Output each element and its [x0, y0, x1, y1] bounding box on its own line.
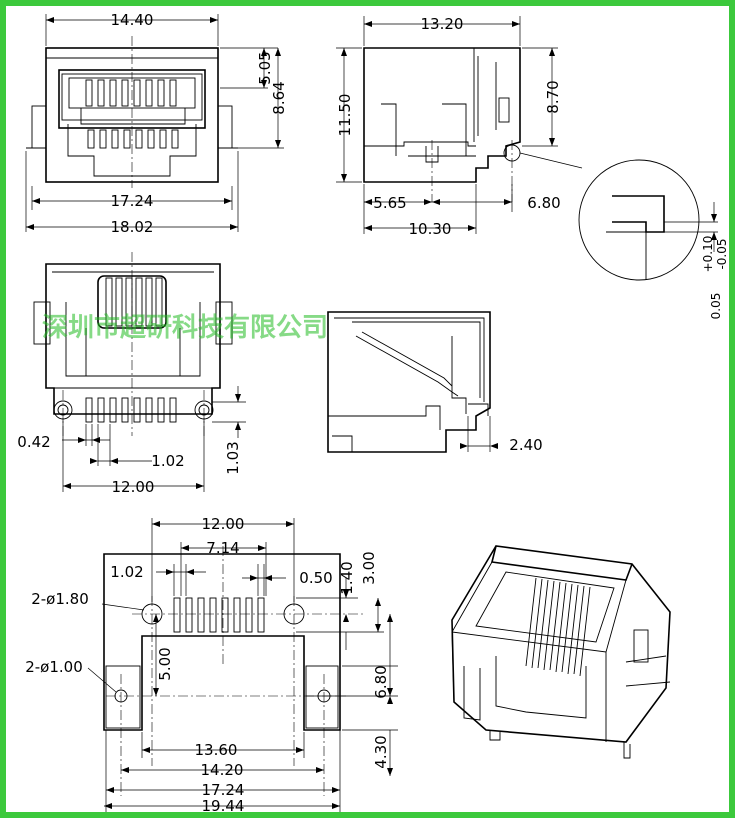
- dim-side-height: 11.50: [336, 94, 354, 137]
- dim-pcb-body-width: 17.24: [202, 781, 245, 799]
- dim-pcb-pad-width: 0.50: [299, 569, 332, 587]
- dim-pcb-small-hole-spacing: 14.20: [201, 761, 244, 779]
- dim-front-height-total: 8.64: [270, 81, 288, 114]
- dim-front-width-body: 17.24: [111, 192, 154, 210]
- dim-back-post-spacing: 12.00: [112, 478, 155, 496]
- iso-contacts: [525, 577, 591, 677]
- side-view: [336, 16, 583, 234]
- dim-detail-tolerance-minus: -0.05: [715, 238, 729, 269]
- back-view: [33, 252, 246, 492]
- dim-pcb-pin-span: 7.14: [206, 539, 239, 557]
- dim-front-top-width: 14.40: [111, 11, 154, 29]
- dim-pcb-bottom-margin: 4.30: [372, 735, 390, 768]
- pcb-layout: [87, 518, 398, 812]
- dim-section-tab-length: 2.40: [509, 436, 542, 454]
- pcb-pin-pads: [173, 597, 265, 633]
- label-pcb-small-hole: 2-ø1.00: [25, 658, 83, 676]
- dim-pcb-overall-width: 19.44: [202, 797, 245, 815]
- dim-detail-tolerance-plus: +0.10: [701, 236, 715, 273]
- dim-side-depth: 10.30: [409, 220, 452, 238]
- dim-front-width-overall: 18.02: [111, 218, 154, 236]
- dim-side-height-upper: 8.70: [544, 80, 562, 113]
- front-view: [25, 14, 284, 232]
- contact-fingers: [85, 79, 179, 149]
- dim-back-pitch-small: 0.42: [17, 433, 50, 451]
- dim-side-offset-left: 5.65: [373, 194, 406, 212]
- dim-front-height-inner: 5.05: [256, 51, 274, 84]
- dim-pcb-pin-pitch: 1.02: [110, 563, 143, 581]
- dim-pcb-post-spacing: 12.00: [202, 515, 245, 533]
- watermark-text: 深圳市超研科技有限公司: [42, 312, 328, 343]
- side-section-view: [327, 311, 498, 453]
- dim-pcb-cutout-width: 13.60: [195, 741, 238, 759]
- technical-drawing: 14.40 5.05 8.64 17.24 18.02 13.20 11.50 …: [17, 11, 729, 815]
- dim-side-offset-right: 6.80: [527, 194, 560, 212]
- label-pcb-large-hole: 2-ø1.80: [31, 590, 89, 608]
- isometric-view: [451, 545, 671, 759]
- back-pins: [85, 397, 177, 423]
- dim-pcb-post-height: 3.00: [360, 551, 378, 584]
- dim-pcb-hole-offset: 6.80: [372, 665, 390, 698]
- dim-back-pin-pitch: 1.02: [151, 452, 184, 470]
- dim-side-length: 13.20: [421, 15, 464, 33]
- dim-pcb-row-offset: 1.40: [338, 561, 356, 594]
- detail-view: [578, 159, 718, 281]
- dim-detail-tolerance: 0.05: [709, 293, 723, 320]
- dim-back-post-offset: 1.03: [224, 441, 242, 474]
- dim-pcb-center-offset: 5.00: [156, 647, 174, 680]
